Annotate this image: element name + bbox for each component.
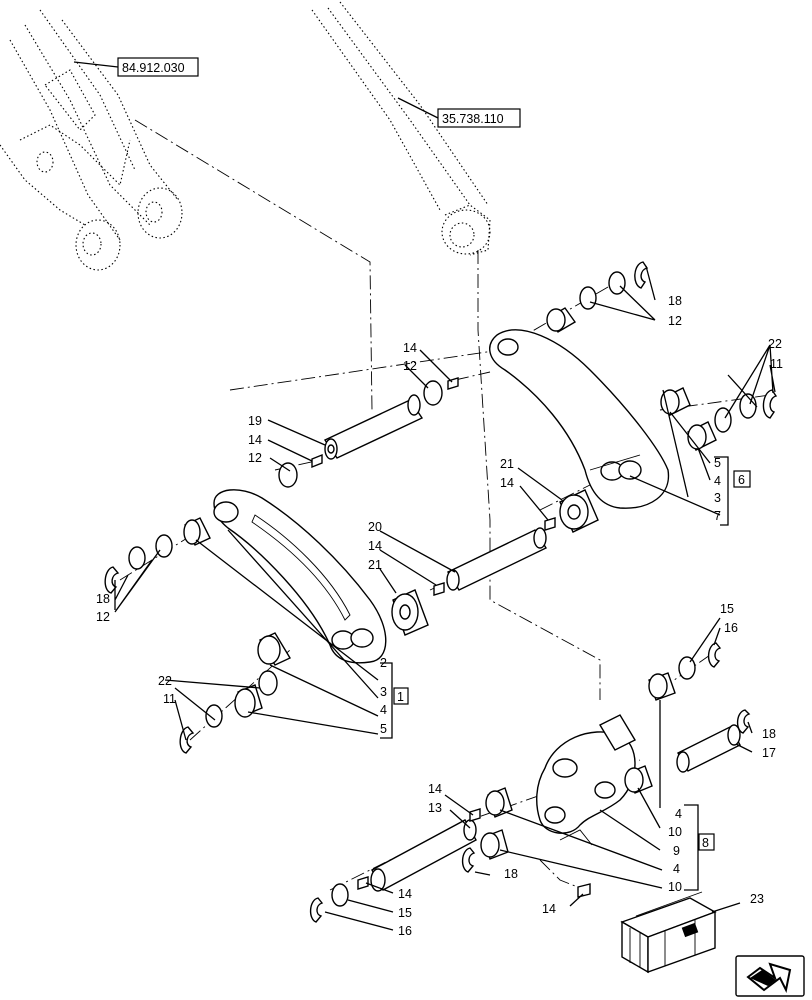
group-box-1: 1 [393, 687, 409, 705]
reference-box-35-738-110[interactable]: 35.738.110 [437, 108, 521, 128]
left-link-bushings [104, 517, 291, 754]
callout-10: 10 [668, 825, 682, 839]
callout-23: 23 [750, 892, 764, 906]
pin-13 [309, 808, 481, 923]
bracket-bushings [461, 642, 722, 898]
group-box-8: 8 [698, 833, 715, 851]
pin-17 [676, 709, 751, 773]
callout-15: 15 [720, 602, 734, 616]
callout-12: 12 [248, 451, 262, 465]
callout-11: 11 [770, 357, 783, 371]
callout-19: 19 [248, 414, 262, 428]
lift-arm-reference-part [311, 1, 491, 256]
callout-14: 14 [428, 782, 442, 796]
callout-12: 12 [668, 314, 682, 328]
callout-14: 14 [248, 433, 262, 447]
callout-20: 20 [368, 520, 382, 534]
group-number: 1 [397, 690, 404, 704]
callout-5: 5 [714, 456, 721, 470]
callout-21: 21 [368, 558, 382, 572]
callout-21: 21 [500, 457, 514, 471]
callout-2: 2 [380, 656, 387, 670]
callout-13: 13 [428, 801, 442, 815]
callout-14: 14 [542, 902, 556, 916]
callout-12: 12 [96, 610, 110, 624]
group-box-6: 6 [733, 470, 751, 488]
callout-16: 16 [398, 924, 412, 938]
callout-9: 9 [673, 844, 680, 858]
callout-10: 10 [668, 880, 682, 894]
group-number: 6 [738, 473, 745, 487]
callout-16: 16 [724, 621, 738, 635]
callout-4: 4 [714, 474, 721, 488]
next-page-arrow-icon[interactable] [735, 955, 805, 997]
callout-14: 14 [403, 341, 417, 355]
bushing-21-right [559, 489, 599, 533]
right-link-bushings [546, 261, 778, 451]
boom-arm-reference-part [0, 9, 183, 271]
pin-19 [278, 377, 459, 488]
callout-7: 7 [714, 509, 721, 523]
callout-4: 4 [675, 807, 682, 821]
callout-18: 18 [762, 727, 776, 741]
parts-kit-crate-icon [620, 891, 717, 974]
callout-3: 3 [714, 491, 721, 505]
callout-15: 15 [398, 906, 412, 920]
callout-14: 14 [398, 887, 412, 901]
callout-22: 22 [768, 337, 782, 351]
callout-5: 5 [380, 722, 387, 736]
callout-4: 4 [673, 862, 680, 876]
callout-11: 11 [163, 692, 176, 706]
callout-18: 18 [504, 867, 518, 881]
callout-12: 12 [403, 359, 417, 373]
callout-labels: 18 12 14 12 19 14 12 22 11 21 14 5 4 3 7… [96, 294, 783, 938]
callout-18: 18 [96, 592, 110, 606]
callout-3: 3 [380, 685, 387, 699]
callout-4: 4 [380, 703, 387, 717]
callout-22: 22 [158, 674, 172, 688]
reference-label: 84.912.030 [122, 61, 185, 75]
callout-14: 14 [368, 539, 382, 553]
left-link-bar [213, 489, 387, 664]
group-number: 8 [702, 836, 709, 850]
bushing-21-left [391, 589, 429, 636]
callout-17: 17 [762, 746, 776, 760]
reference-box-84-912-030[interactable]: 84.912.030 [117, 57, 199, 77]
callout-14: 14 [500, 476, 514, 490]
pin-20 [433, 517, 556, 596]
right-link-bar [489, 329, 670, 509]
bracket-9 [536, 714, 636, 846]
reference-label: 35.738.110 [442, 112, 504, 126]
callout-18: 18 [668, 294, 682, 308]
leader-lines [73, 61, 776, 931]
